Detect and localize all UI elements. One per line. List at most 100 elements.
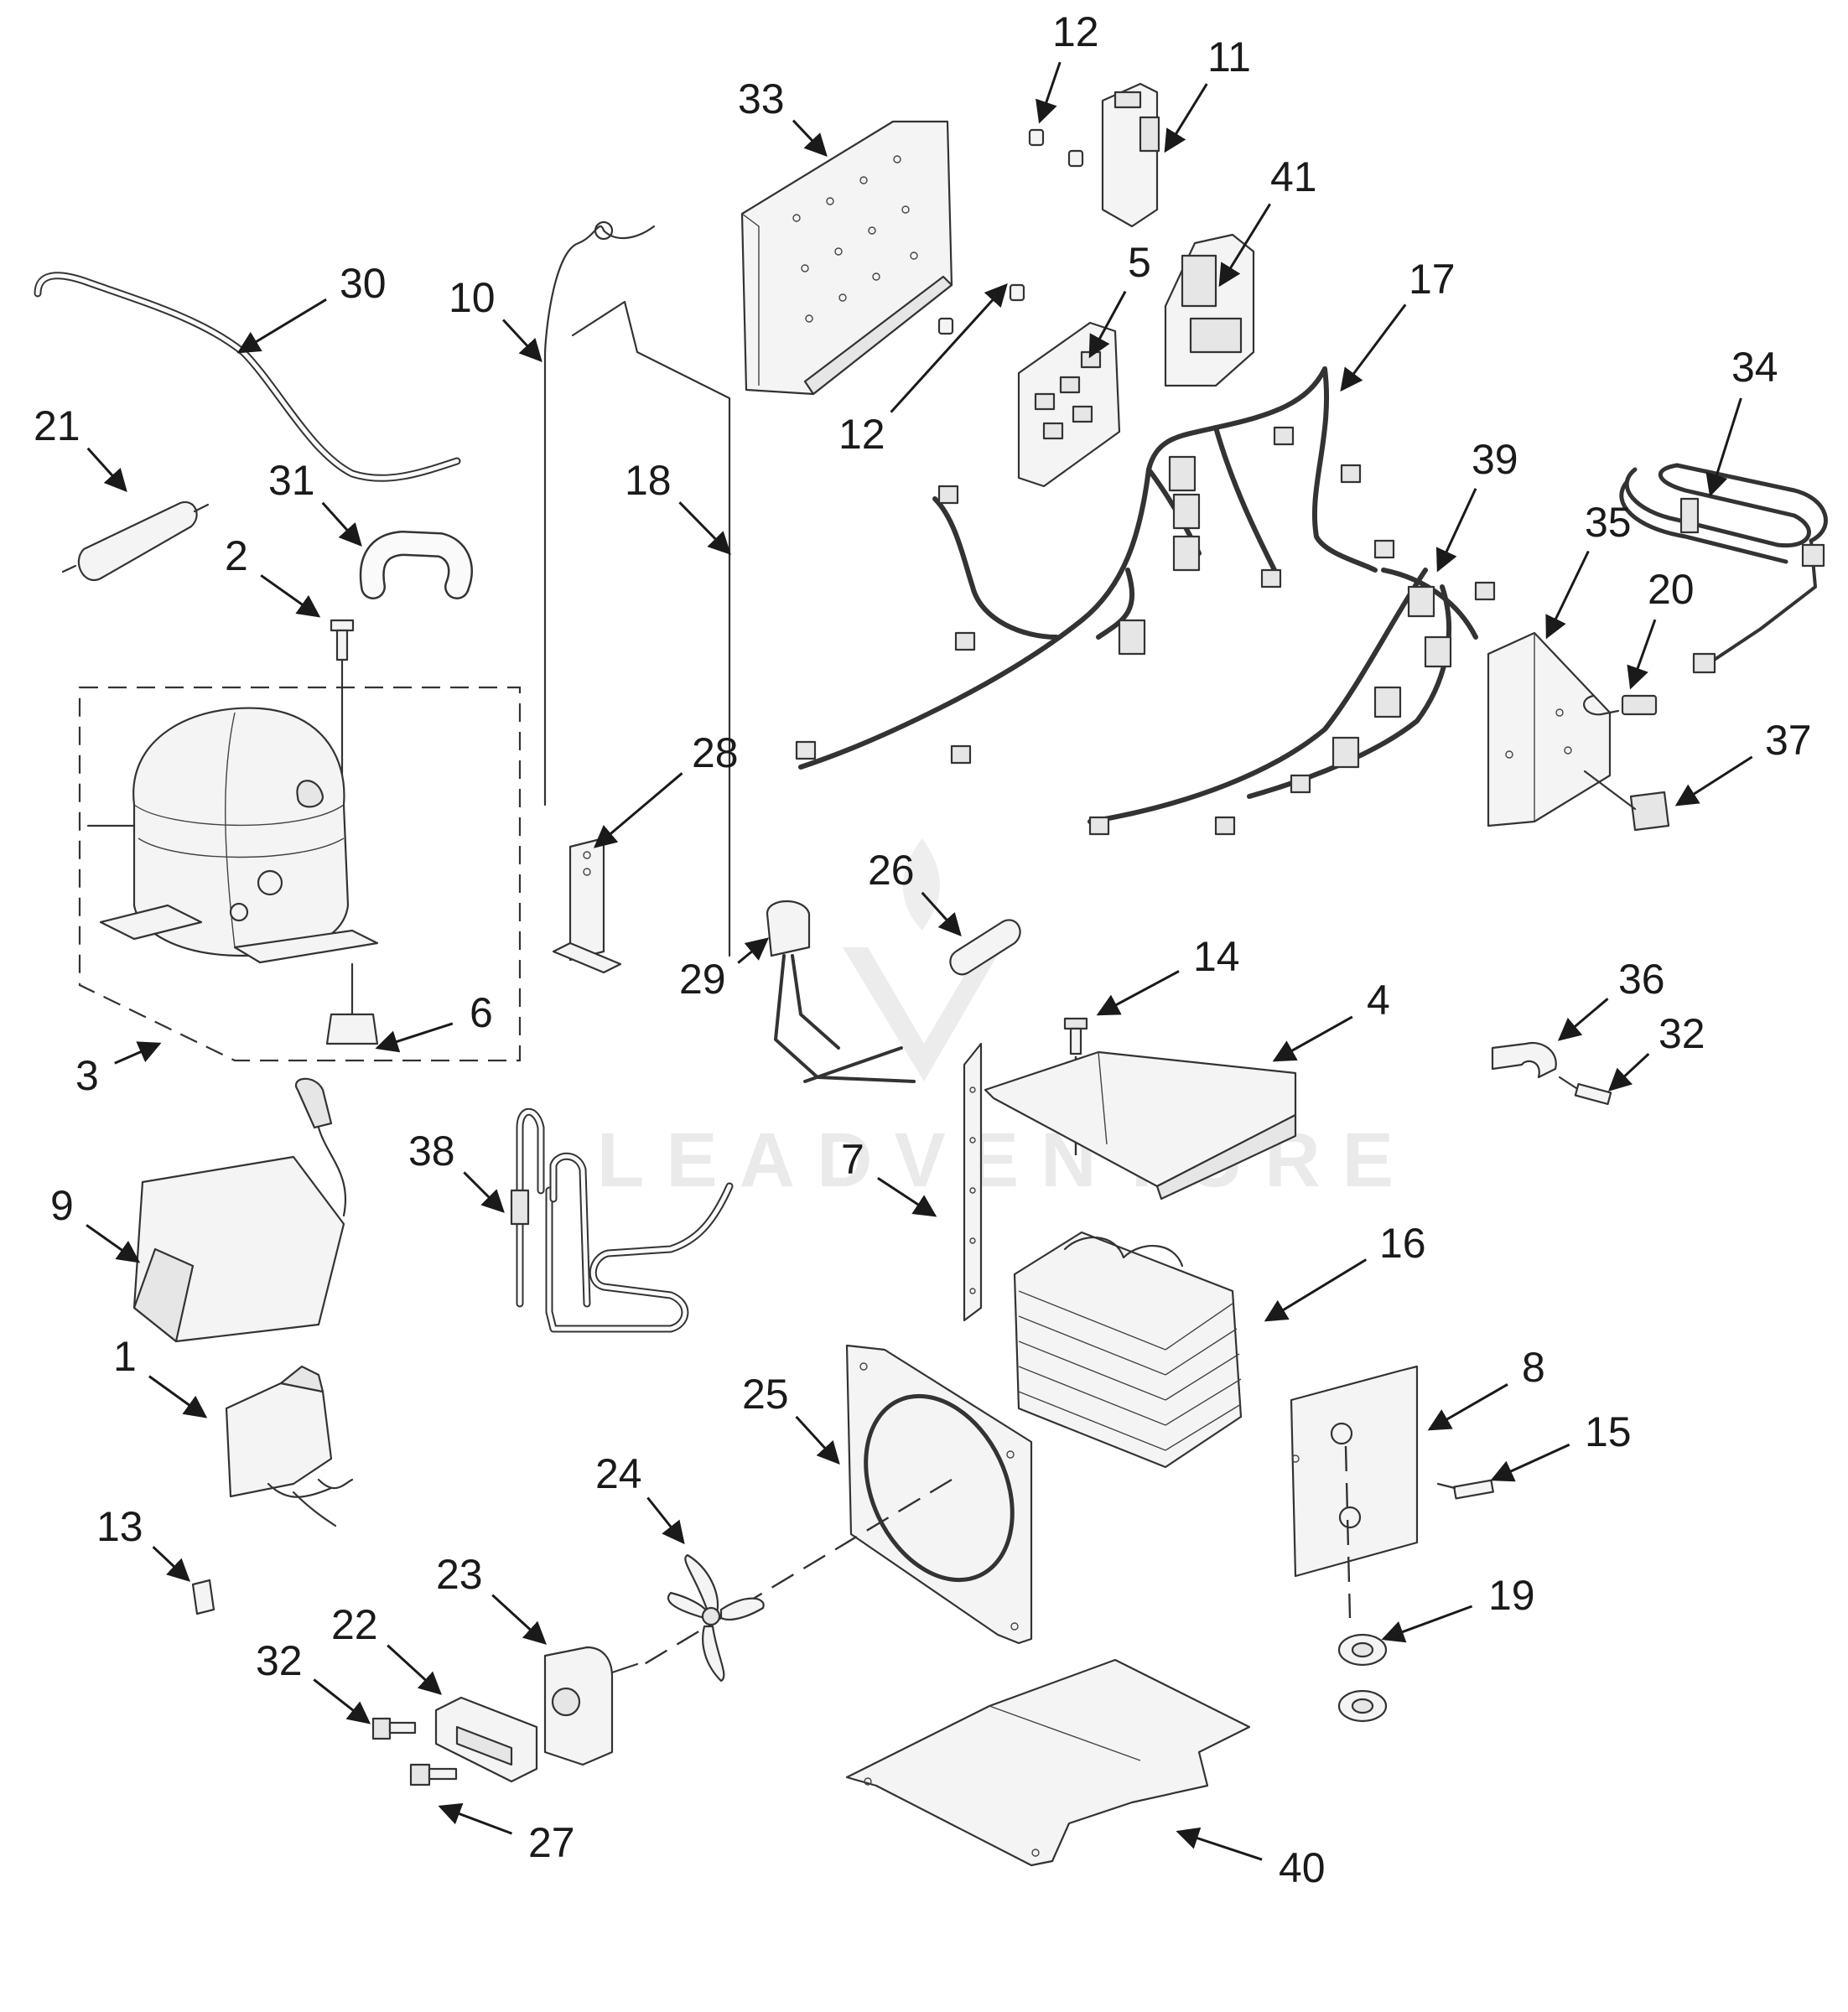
callout-arrow [438,1802,513,1835]
callout-c23: 23 [436,1551,547,1645]
callout-c41: 41 [1218,153,1317,288]
part-1-relay [225,1365,354,1527]
part-9-cover [132,1077,347,1343]
callout-arrow [1381,1605,1473,1643]
part-20-connector [1583,694,1658,716]
callout-number: 8 [1522,1344,1545,1391]
callout-number: 15 [1585,1408,1632,1455]
callout-c11: 11 [1164,34,1251,153]
callout-number: 25 [742,1371,789,1418]
callout-arrow [1705,397,1742,497]
part-40-cover [845,1658,1251,1867]
callout-number: 13 [96,1503,143,1550]
callout-c21: 21 [34,402,127,493]
part-41-housing [1164,233,1255,387]
callout-number: 2 [225,532,248,579]
callout-c25: 25 [742,1371,840,1465]
part-36-clamp [1491,1041,1557,1079]
callout-arrow [1608,1052,1650,1092]
callout-arrow [593,772,683,848]
callout-c39: 39 [1435,436,1518,573]
callout-number: 30 [340,260,387,307]
callout-arrow [1435,488,1477,573]
callout-c10: 10 [449,274,542,362]
callout-number: 20 [1648,566,1695,613]
callout-arrow [678,501,731,555]
callout-c13: 13 [96,1503,190,1582]
part-7-strip [963,1042,983,1322]
part-19-grommets [1337,1633,1388,1723]
callout-c32: 32 [1608,1010,1705,1092]
callout-c40: 40 [1176,1827,1326,1891]
part-10-rod [543,220,656,806]
callout-number: 28 [692,729,739,776]
callout-number: 26 [868,847,915,894]
part-38-tubing [510,1107,734,1333]
part-17-39-wire-harness [795,366,1496,836]
part-27-screw [409,1763,458,1786]
callout-arrow [1557,998,1609,1041]
callout-c2: 2 [225,532,321,618]
callout-c12: 12 [1036,8,1099,124]
callout-number: 39 [1472,436,1518,483]
part-28-bracket [552,837,622,974]
callout-arrow [501,319,542,362]
callout-number: 12 [838,411,885,458]
part-13-clip [191,1579,215,1615]
callout-arrow [1264,1258,1368,1322]
part-18-wire [571,300,731,957]
callout-number: 34 [1731,344,1778,391]
callout-arrow [795,1415,840,1465]
callout-arrow [737,937,770,964]
part-23-fan-motor [543,1646,639,1766]
part-5-control-board [1017,321,1121,488]
callout-arrow [1340,303,1407,392]
part-29-valve [766,900,916,1083]
callout-number: 18 [625,457,672,504]
part-32-screw-left [371,1717,417,1740]
callout-c19: 19 [1381,1572,1535,1643]
watermark-flame-icon [902,838,940,931]
callout-c9: 9 [50,1182,141,1263]
callout-c15: 15 [1490,1408,1632,1482]
callout-number: 12 [1052,8,1099,55]
callout-arrow [260,574,321,618]
callout-number: 9 [50,1182,74,1229]
callout-c37: 37 [1674,717,1812,806]
callout-arrow [1176,1827,1263,1861]
callout-arrow [114,1041,162,1065]
part-37-switch [1583,770,1670,832]
callout-c32b: 32 [256,1637,371,1724]
callout-arrow [1272,1015,1353,1062]
part-30-tube [34,272,461,482]
callout-arrow [86,447,127,493]
callout-c34: 34 [1705,344,1778,497]
callout-number: 23 [436,1551,483,1598]
callout-number: 22 [331,1601,378,1648]
callout-arrow [387,1644,442,1695]
callout-arrow [1427,1383,1508,1431]
callout-number: 5 [1128,239,1151,286]
callout-number: 41 [1270,153,1317,200]
callout-arrow [152,1546,190,1582]
callout-arrow [1218,203,1271,288]
callout-arrow [1674,755,1753,806]
part-33-bracket [740,120,953,396]
callout-c18: 18 [625,457,731,555]
callout-number: 6 [470,989,493,1036]
callout-arrow [236,298,327,354]
callout-number: 29 [679,956,726,1003]
callout-c24: 24 [595,1450,685,1545]
callout-number: 21 [34,402,80,449]
callout-arrow [792,119,828,157]
callout-number: 40 [1279,1844,1326,1891]
callout-number: 10 [449,274,496,321]
watermark: LEADVENTURE [597,838,1394,1203]
fan-axis-line [636,1478,953,1670]
callout-arrow [1164,83,1208,153]
callout-c33: 33 [738,75,828,157]
callout-number: 27 [528,1819,575,1866]
part-16-evaporator [1013,1231,1243,1469]
